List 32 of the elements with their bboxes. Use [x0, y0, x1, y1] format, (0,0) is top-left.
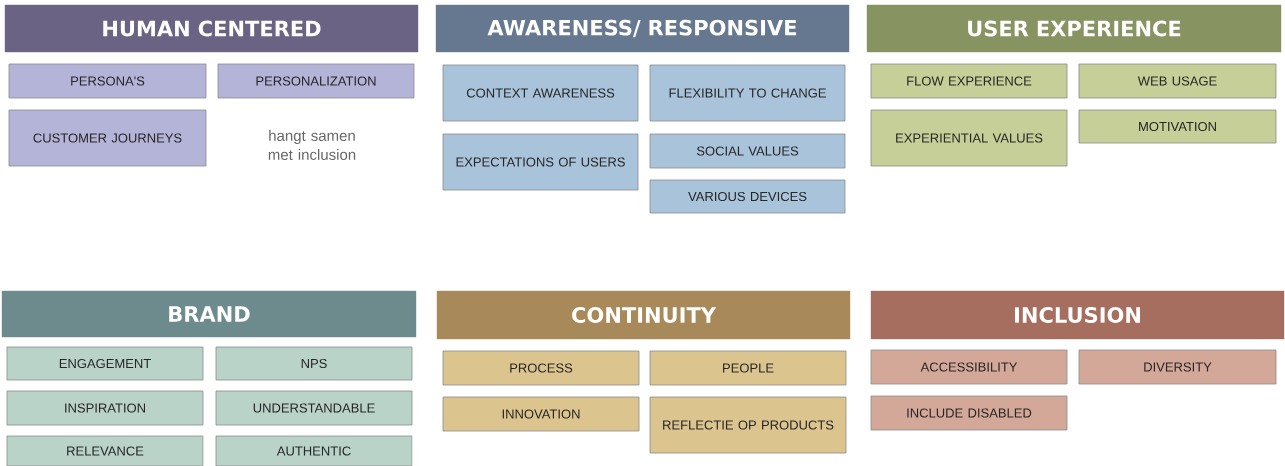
- topic-box: PERSONA'S: [8, 63, 207, 99]
- topic-box: ENGAGEMENT: [6, 346, 204, 381]
- topic-box: EXPECTATIONS OF USERS: [442, 133, 639, 191]
- topic-box: AUTHENTIC: [215, 435, 413, 466]
- topic-box: REFLECTIE OP PRODUCTS: [649, 396, 847, 454]
- topic-box: PROCESS: [442, 350, 640, 386]
- topic-box: CONTEXT AWARENESS: [442, 64, 639, 122]
- category-header: HUMAN CENTERED: [4, 4, 419, 53]
- topic-box: FLEXIBILITY TO CHANGE: [649, 64, 846, 122]
- topic-box: RELEVANCE: [6, 435, 204, 466]
- topic-box: WEB USAGE: [1078, 63, 1277, 99]
- category-header: BRAND: [1, 290, 417, 338]
- topic-box: PEOPLE: [649, 350, 847, 386]
- category-header: USER EXPERIENCE: [866, 4, 1282, 53]
- category-header: AWARENESS/ RESPONSIVE: [435, 4, 850, 53]
- category-header: INCLUSION: [870, 290, 1285, 340]
- topic-box: EXPERIENTIAL VALUES: [870, 109, 1068, 167]
- topic-box: UNDERSTANDABLE: [215, 390, 413, 426]
- category-header: CONTINUITY: [436, 290, 851, 340]
- topic-box: INCLUDE DISABLED: [870, 395, 1068, 431]
- topic-box: CUSTOMER JOURNEYS: [8, 109, 207, 167]
- topic-box: NPS: [215, 346, 413, 381]
- topic-box: INNOVATION: [442, 396, 640, 432]
- topic-box: DIVERSITY: [1078, 349, 1277, 385]
- topic-box: PERSONALIZATION: [217, 63, 415, 99]
- topic-box: FLOW EXPERIENCE: [870, 63, 1068, 99]
- topic-box: SOCIAL VALUES: [649, 133, 846, 169]
- note-text: hangt samen met inclusion: [268, 130, 356, 160]
- topic-box: VARIOUS DEVICES: [649, 179, 846, 214]
- topic-box: ACCESSIBILITY: [870, 349, 1068, 385]
- topic-box: INSPIRATION: [6, 390, 204, 426]
- topic-box: MOTIVATION: [1078, 109, 1277, 144]
